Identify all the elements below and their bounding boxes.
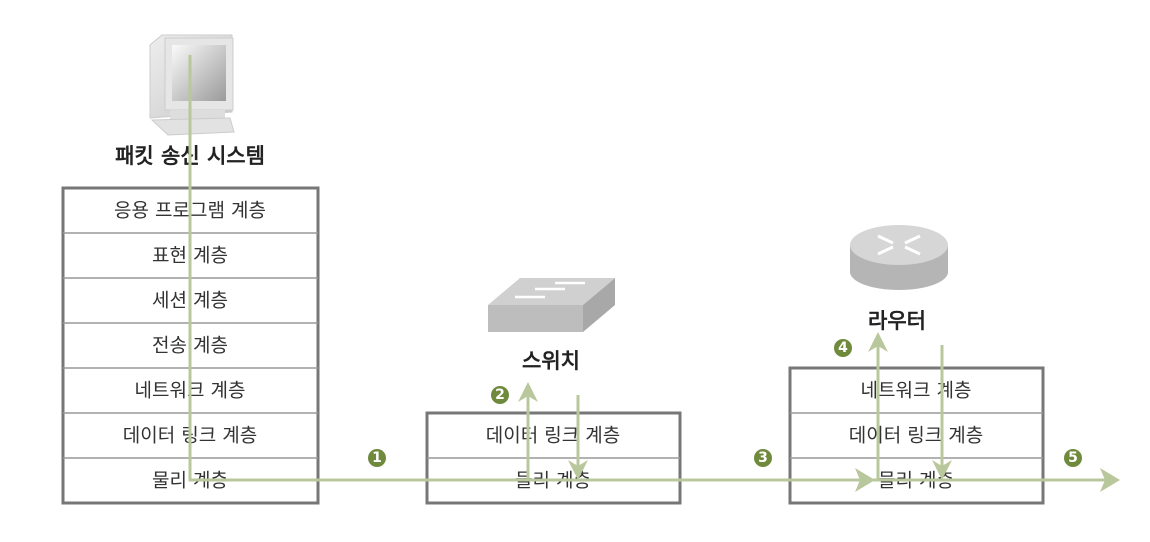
computer-icon — [149, 34, 235, 136]
step-badge-2: 2 — [491, 386, 509, 404]
step-badge-4: 4 — [834, 339, 852, 357]
svg-text:5: 5 — [1068, 450, 1078, 466]
router-layer-network: 네트워크 계층 — [861, 380, 972, 402]
step-badge-3: 3 — [754, 449, 772, 467]
step-badge-5: 5 — [1064, 449, 1082, 467]
svg-text:2: 2 — [495, 387, 505, 403]
switch-icon — [488, 278, 615, 332]
switch-layer-data-link: 데이터 링크 계층 — [486, 425, 620, 447]
packet-flow-path — [188, 55, 1120, 492]
switch-title: 스위치 — [522, 349, 580, 373]
svg-text:1: 1 — [372, 450, 382, 466]
svg-text:3: 3 — [758, 450, 768, 466]
router-icon — [850, 225, 948, 290]
router-layer-stack: 네트워크 계층 데이터 링크 계층 물리 계층 — [788, 366, 1045, 505]
router-layer-data-link: 데이터 링크 계층 — [849, 425, 983, 447]
switch-layer-stack: 데이터 링크 계층 물리 계층 — [425, 411, 682, 505]
svg-text:4: 4 — [838, 340, 848, 356]
router-title: 라우터 — [868, 309, 926, 333]
step-badge-1: 1 — [368, 449, 386, 467]
